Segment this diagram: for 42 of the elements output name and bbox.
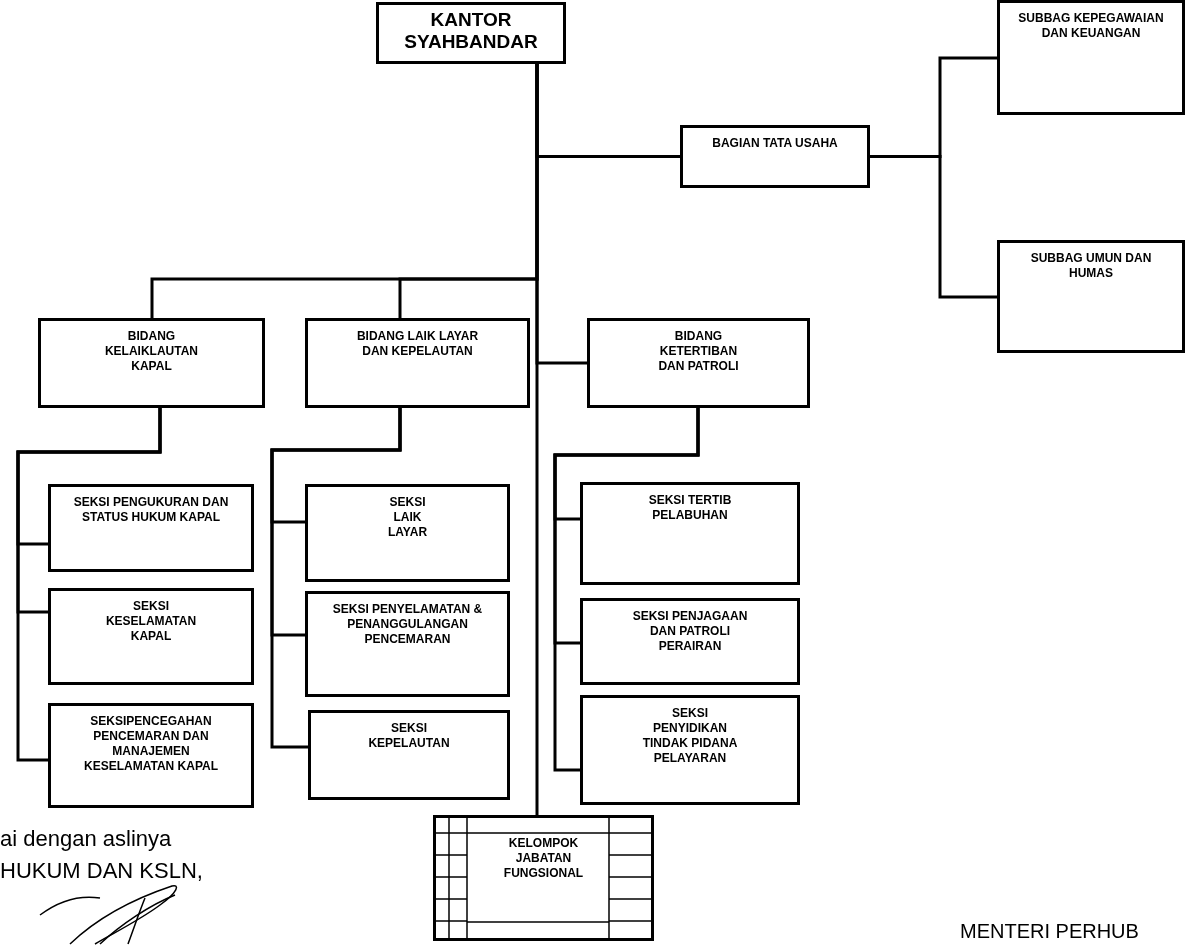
- org-unit-box: [38, 318, 265, 408]
- unit-name: KELOMPOK JABATAN FUNGSIONAL: [502, 836, 585, 881]
- unit-name: SEKSI KEPELAUTAN: [367, 721, 451, 751]
- org-unit-box: [433, 815, 654, 941]
- unit-name: SUBBAG KEPEGAWAIAN DAN KEUANGAN: [1017, 11, 1165, 41]
- connector-line: [553, 408, 700, 772]
- unit-name: SEKSI KESELAMATAN KAPAL: [104, 599, 198, 644]
- unit-name: BIDANG LAIK LAYAR DAN KEPELAUTAN: [355, 329, 480, 359]
- org-unit-box: [305, 591, 510, 697]
- connector-line: [16, 408, 162, 762]
- note-text: HUKUM DAN KSLN,: [0, 858, 203, 884]
- unit-name: SEKSI PENYIDIKAN TINDAK PIDANA PELAYARAN: [641, 706, 739, 766]
- org-unit-box: [48, 703, 254, 808]
- unit-name: SEKSI PENYELAMATAN & PENANGGULANGAN PENCEMARAN: [331, 602, 484, 647]
- office-title: KANTOR SYAHBANDAR: [403, 9, 539, 53]
- org-unit-box: [680, 125, 870, 188]
- unit-name: BIDANG KELAIKLAUTAN KAPAL: [103, 329, 200, 374]
- org-unit-box: [997, 240, 1185, 353]
- unit-name: SEKSI PENJAGAAN DAN PATROLI PERAIRAN: [631, 609, 749, 654]
- unit-name: SEKSIPENCEGAHAN PENCEMARAN DAN MANAJEMEN KESELAMATAN KAPAL: [83, 714, 219, 774]
- unit-name: SEKSI LAIK LAYAR: [386, 495, 429, 540]
- unit-name: BAGIAN TATA USAHA: [711, 136, 839, 151]
- unit-name: BIDANG KETERTIBAN DAN PATROLI: [657, 329, 740, 374]
- org-unit-box: [580, 482, 800, 585]
- unit-name: SEKSI TERTIB PELABUHAN: [647, 493, 733, 523]
- org-unit-box: [305, 318, 530, 408]
- unit-name: SUBBAG UMUN DAN HUMAS: [1029, 251, 1153, 281]
- org-unit-box: [580, 695, 800, 805]
- org-unit-box: [308, 710, 510, 800]
- note-text: ai dengan aslinya: [0, 826, 172, 852]
- org-unit-box: [587, 318, 810, 408]
- connector-line: [870, 155, 997, 299]
- org-unit-box: [580, 598, 800, 685]
- unit-name: SEKSI PENGUKURAN DAN STATUS HUKUM KAPAL: [72, 495, 230, 525]
- note-text: MENTERI PERHUB: [960, 920, 1139, 943]
- connector-line: [535, 64, 539, 815]
- org-unit-box: [48, 484, 254, 572]
- org-unit-box: [48, 588, 254, 685]
- org-unit-box: [997, 0, 1185, 115]
- connector-line: [270, 408, 402, 749]
- org-unit-box: [376, 2, 566, 64]
- org-unit-box: [305, 484, 510, 582]
